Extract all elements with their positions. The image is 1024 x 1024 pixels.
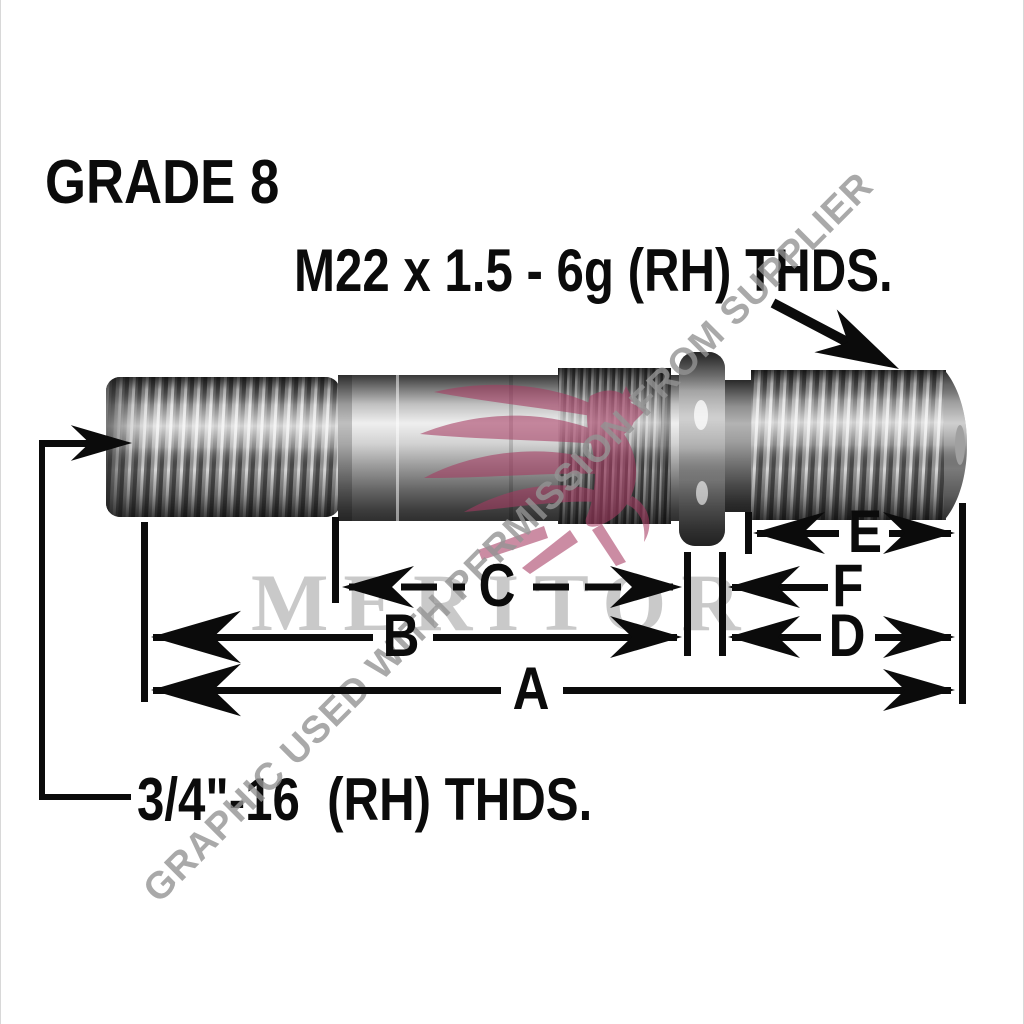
top-thread-spec-label: M22 x 1.5 - 6g (RH) THDS. [294, 237, 893, 304]
dimension-label-a: A [512, 655, 550, 722]
dimension-line-e [753, 512, 955, 554]
tick-thread-start [745, 512, 752, 554]
tick-flange-back [719, 552, 726, 656]
dimension-label-e: E [847, 498, 883, 565]
stud-tip-face [955, 425, 965, 465]
top-thread-leader-arrow [770, 298, 911, 391]
stud-neck [725, 380, 751, 512]
extension-ticks [141, 503, 966, 704]
bottom-thread-spec-label: 3/4"-16 (RH) THDS. [137, 766, 593, 833]
dimension-label-d: D [828, 602, 866, 669]
stud-left-threads [106, 377, 340, 517]
tick-right-overall [959, 503, 966, 704]
tick-thread-runout [332, 517, 339, 603]
leader-line-bottom-thread [39, 425, 132, 800]
dimension-line-f [728, 566, 828, 608]
arrowhead-right-icon [814, 309, 911, 391]
dimension-label-c: C [478, 552, 516, 619]
dimension-line-d [728, 616, 955, 658]
dimension-line-c [342, 566, 682, 608]
stud-right-threads [751, 370, 967, 520]
tick-flange-front [684, 552, 691, 656]
dimension-label-f: F [832, 552, 864, 619]
dimension-label-b: B [382, 602, 420, 669]
stud-flange [679, 352, 725, 546]
dimension-line-b [151, 610, 682, 664]
dimension-line-a [151, 663, 955, 717]
meritor-griffin-watermark-icon [420, 384, 650, 574]
tick-left-overall [141, 522, 148, 702]
grade-label: GRADE 8 [45, 148, 280, 217]
